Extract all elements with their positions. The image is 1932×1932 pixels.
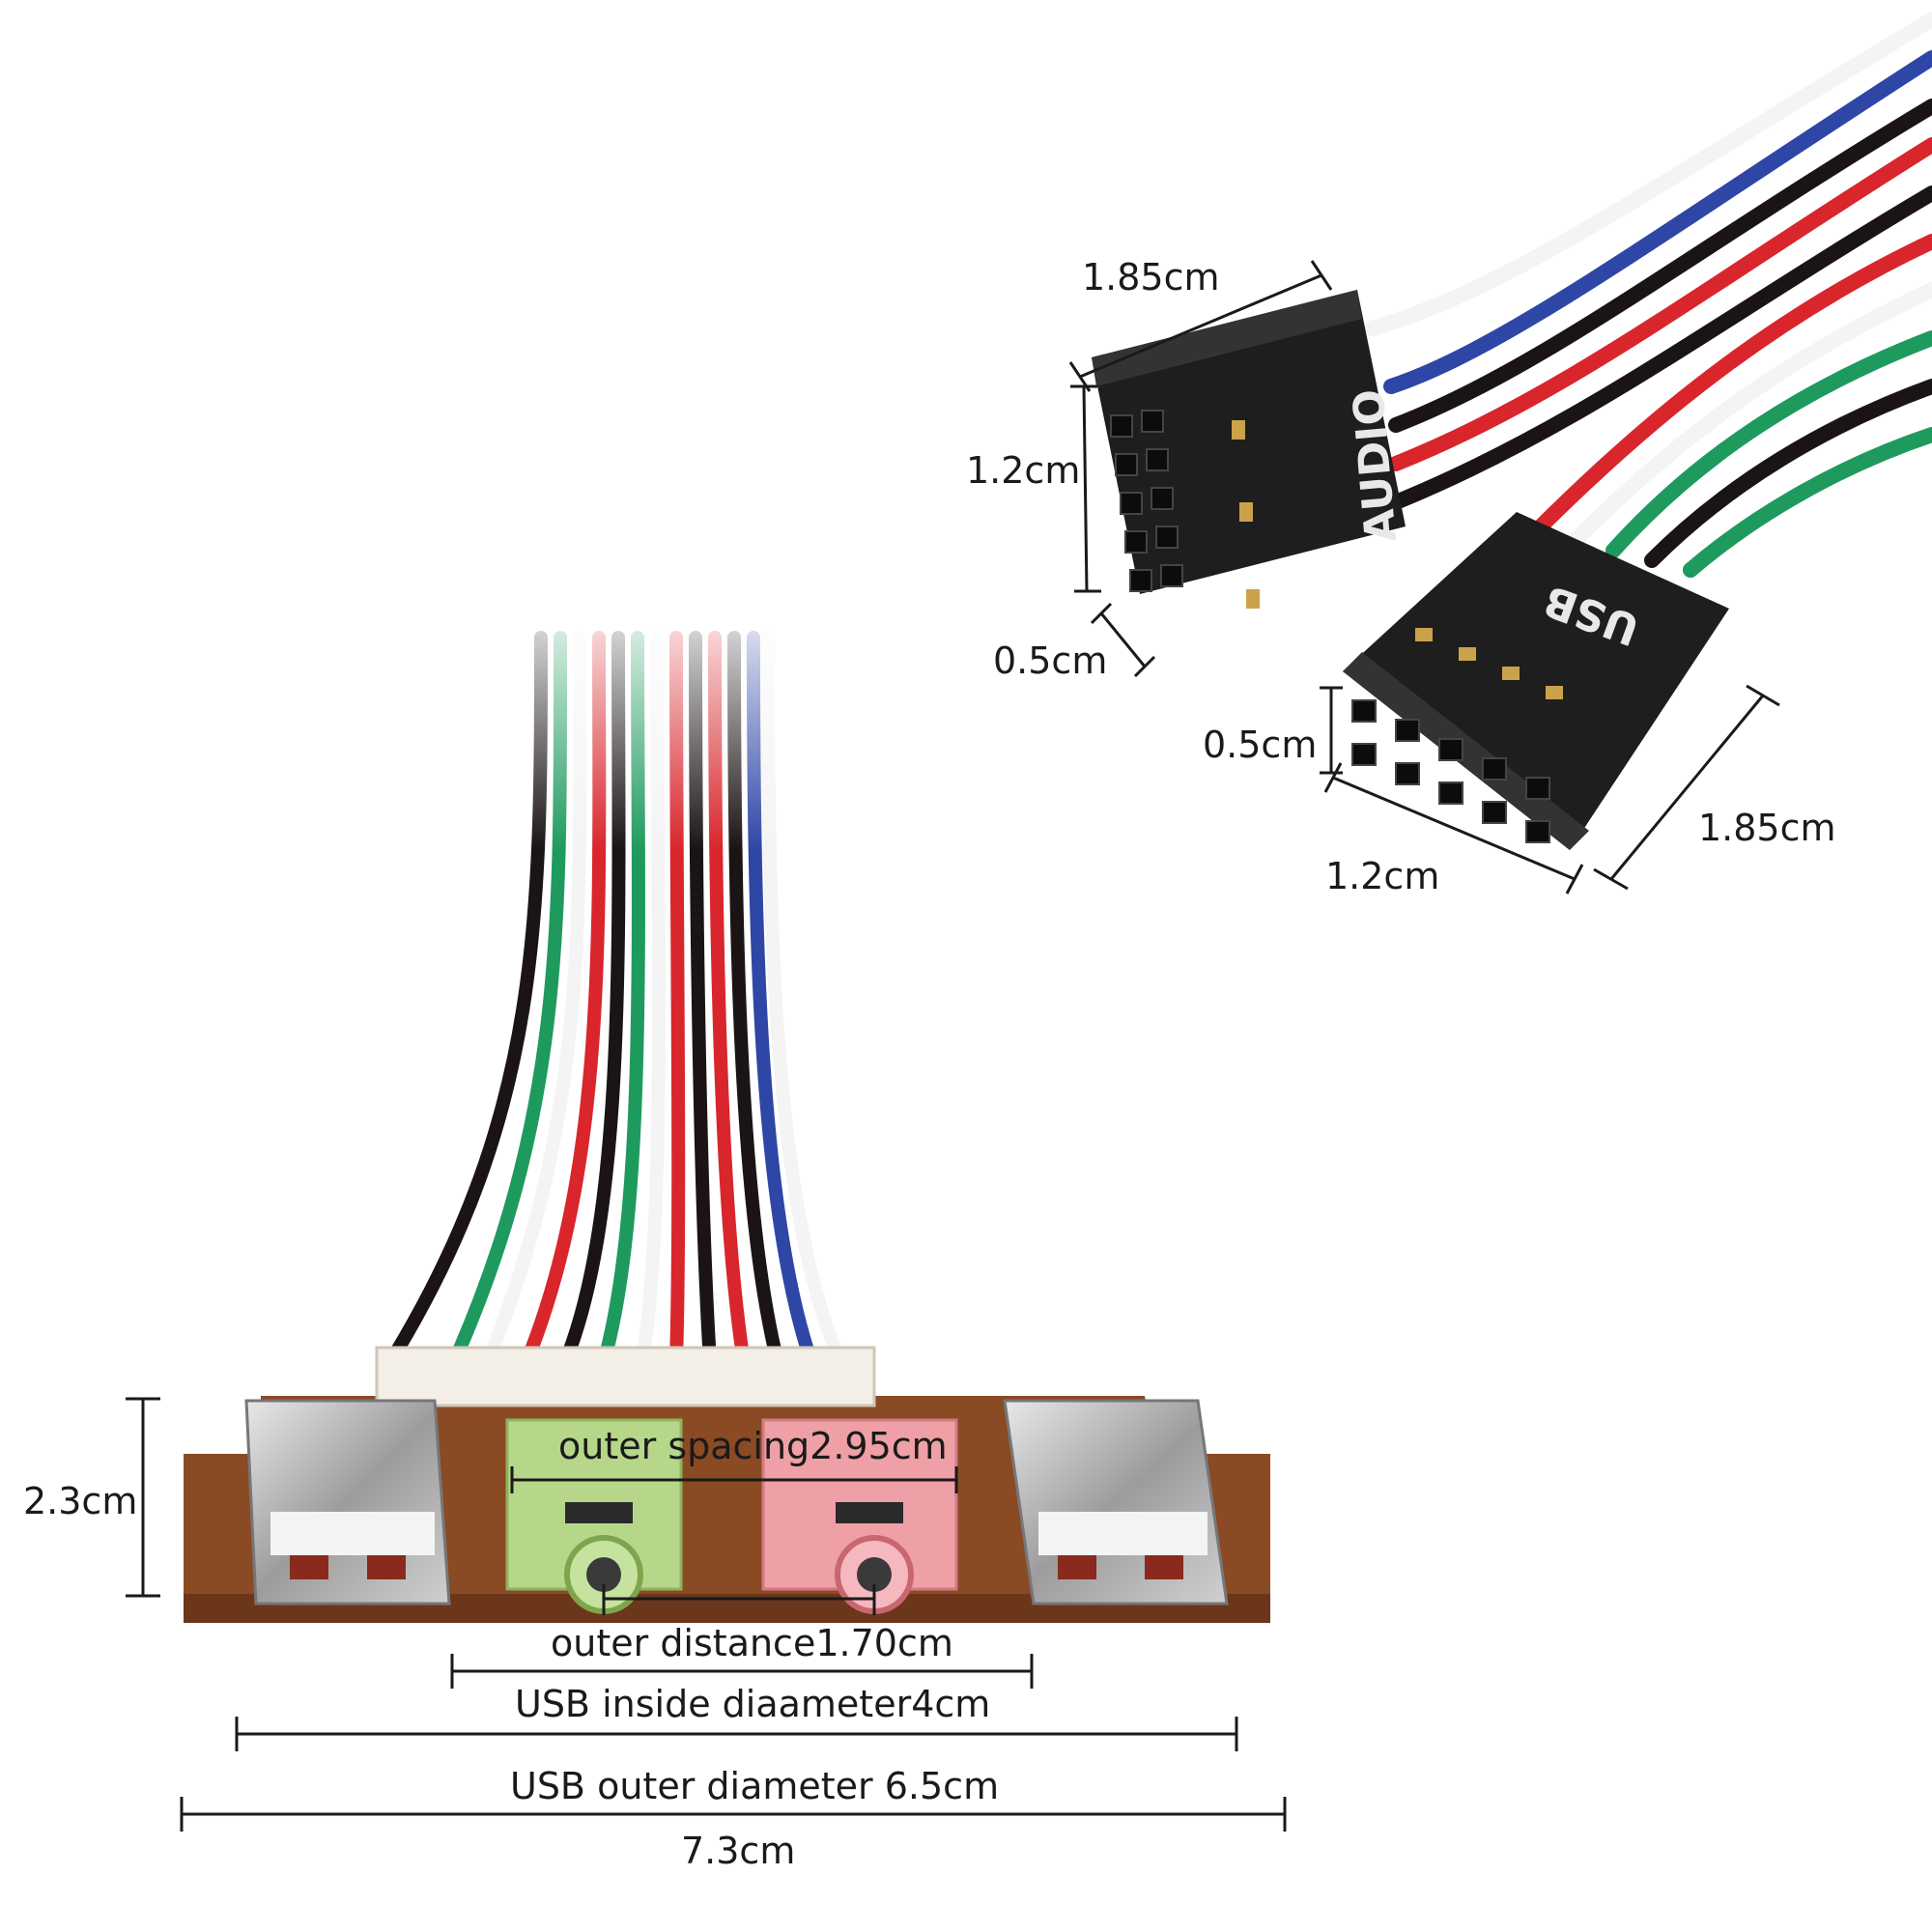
- audio-depth-label: 0.5cm: [993, 639, 1108, 682]
- usb-height-label: 1.2cm: [1325, 855, 1440, 897]
- pcb-board: [184, 1346, 1270, 1623]
- usb-header: USB: [1343, 512, 1729, 850]
- wire-blue: [1383, 50, 1932, 394]
- upper-dimension-lines: [1068, 260, 1780, 895]
- wire-red: [1388, 137, 1932, 471]
- wire-green: [1683, 427, 1932, 578]
- wire-white: [1364, 12, 1932, 336]
- audio-height-label: 1.2cm: [966, 449, 1081, 492]
- wire-black: [1388, 185, 1932, 510]
- wire-black: [1644, 379, 1932, 568]
- wire-red: [1528, 234, 1932, 539]
- outer-spacing-label: outer spacing2.95cm: [558, 1425, 948, 1467]
- panel-height-label: 2.3cm: [23, 1480, 138, 1522]
- left-usb-port: [244, 1399, 451, 1605]
- usb-width-label: 1.85cm: [1698, 807, 1836, 849]
- green-audio-jack: [505, 1418, 683, 1614]
- usb-inside-label: USB inside diaameter4cm: [515, 1683, 991, 1725]
- lower-dimension-lines: [126, 1397, 1287, 1832]
- upper-cable-bundle: [1364, 12, 1932, 578]
- outer-distance-label: outer distance1.70cm: [551, 1622, 953, 1664]
- usb-depth-label: 0.5cm: [1203, 724, 1318, 766]
- wire-white: [1567, 282, 1932, 549]
- audio-header: AUDIO: [1092, 290, 1406, 609]
- usb-outer-label: USB outer diameter 6.5cm: [510, 1765, 1000, 1807]
- right-usb-port: [1003, 1399, 1229, 1605]
- total-width-label: 7.3cm: [681, 1830, 796, 1872]
- wire-black: [1388, 99, 1932, 433]
- wire-green: [1605, 330, 1932, 558]
- audio-width-label: 1.85cm: [1082, 256, 1220, 298]
- pink-audio-jack: [761, 1418, 958, 1614]
